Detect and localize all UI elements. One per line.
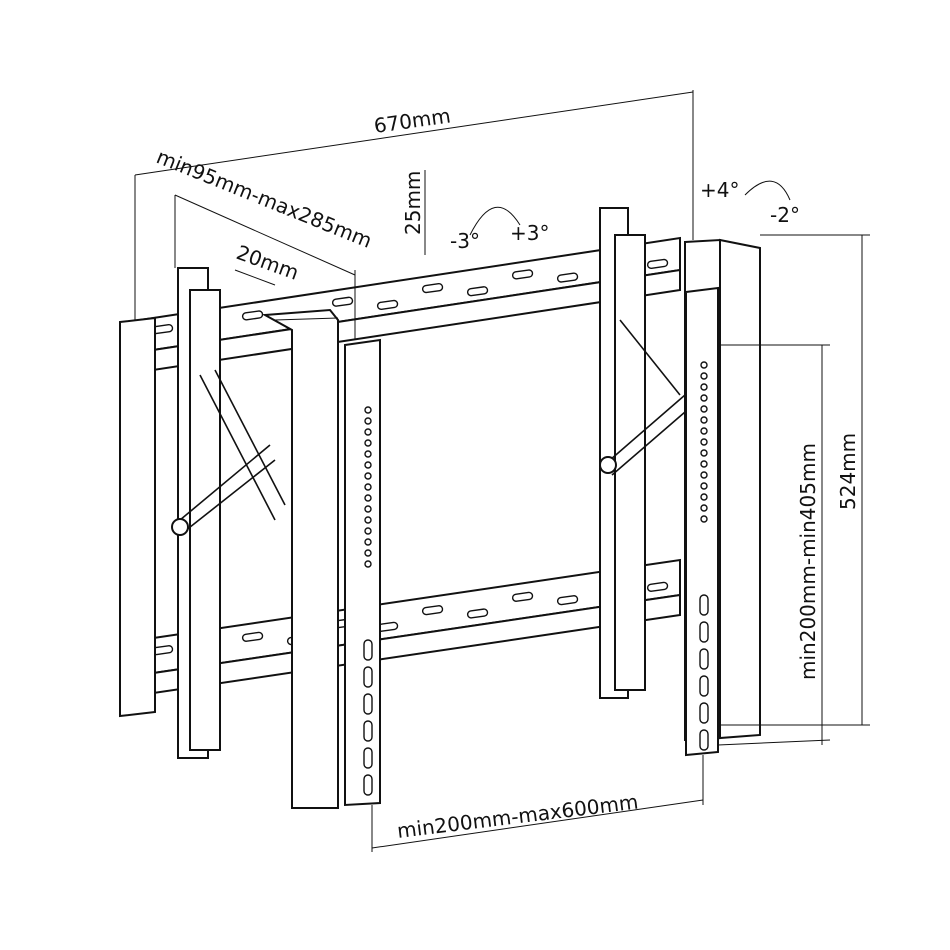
rail-slot [421, 282, 444, 294]
adjust-hole [700, 493, 708, 501]
adjust-hole [364, 516, 372, 524]
dimension-lines [134, 90, 870, 852]
adjust-hole [364, 472, 372, 480]
arm-spacing-label: min95mm-max285mm [153, 144, 375, 252]
adjust-hole [700, 361, 708, 369]
adjust-slot [699, 675, 709, 697]
adjust-hole [700, 416, 708, 424]
adjust-hole [364, 428, 372, 436]
adjust-slot [699, 729, 709, 751]
adjust-slot [363, 639, 373, 661]
adjustment-holes [363, 361, 709, 796]
rail-slot [421, 605, 444, 616]
adjust-slot [699, 621, 709, 643]
adjust-hole [700, 515, 708, 523]
rail-slot [376, 299, 399, 311]
adjust-hole [364, 527, 372, 535]
adjust-slot [363, 747, 373, 769]
adjust-hole [700, 504, 708, 512]
rail-slot [466, 608, 489, 619]
adjust-hole [364, 439, 372, 447]
rail-slot [646, 581, 669, 592]
adjust-slot [699, 594, 709, 616]
adjust-slot [363, 720, 373, 742]
adjust-hole [364, 483, 372, 491]
adjust-slot [699, 702, 709, 724]
tilt-plus-label: +3° [510, 221, 549, 245]
vertical-range-label: min200mm-min405mm [796, 443, 820, 680]
left-arm-assembly [171, 267, 381, 809]
adjust-hole [364, 461, 372, 469]
adjust-hole [700, 427, 708, 435]
rail-slot [511, 269, 534, 280]
adjust-hole [364, 494, 372, 502]
adjust-hole [700, 449, 708, 457]
adjust-hole [364, 538, 372, 546]
adjust-hole [700, 383, 708, 391]
adjust-hole [364, 406, 372, 414]
adjust-hole [700, 482, 708, 490]
adjust-hole [700, 405, 708, 413]
adjust-hole [364, 450, 372, 458]
rail-slot [556, 272, 579, 283]
right-wall-plate [719, 238, 761, 740]
adjust-hole [700, 372, 708, 380]
adjust-hole [700, 394, 708, 402]
pitch-plus-label: +4° [700, 178, 739, 202]
adjust-hole [364, 549, 372, 557]
adjust-hole [364, 505, 372, 513]
adjust-slot [699, 648, 709, 670]
rail-slot [511, 591, 534, 602]
rail-slot [331, 296, 354, 307]
tilt-minus-label: -3° [450, 229, 480, 253]
adjust-hole [700, 471, 708, 479]
left-wall-plate [119, 316, 156, 718]
adjust-slot [363, 666, 373, 688]
adjust-slot [363, 693, 373, 715]
overall-width-label: 670mm [372, 103, 452, 138]
adjust-hole [700, 460, 708, 468]
rail-slot [241, 310, 264, 321]
adjust-slot [363, 774, 373, 796]
horizontal-range-label: min200mm-max600mm [396, 790, 640, 843]
adjust-hole [364, 560, 372, 568]
depth-adjust-label: 25mm [401, 171, 425, 235]
rail-slot [241, 631, 264, 642]
adjust-hole [364, 417, 372, 425]
rail-slot [646, 258, 669, 270]
overall-height-label: 524mm [836, 433, 860, 510]
rail-slot [466, 286, 489, 297]
adjust-hole [700, 438, 708, 446]
pitch-minus-label: -2° [770, 203, 800, 227]
rail-slot [556, 595, 579, 606]
